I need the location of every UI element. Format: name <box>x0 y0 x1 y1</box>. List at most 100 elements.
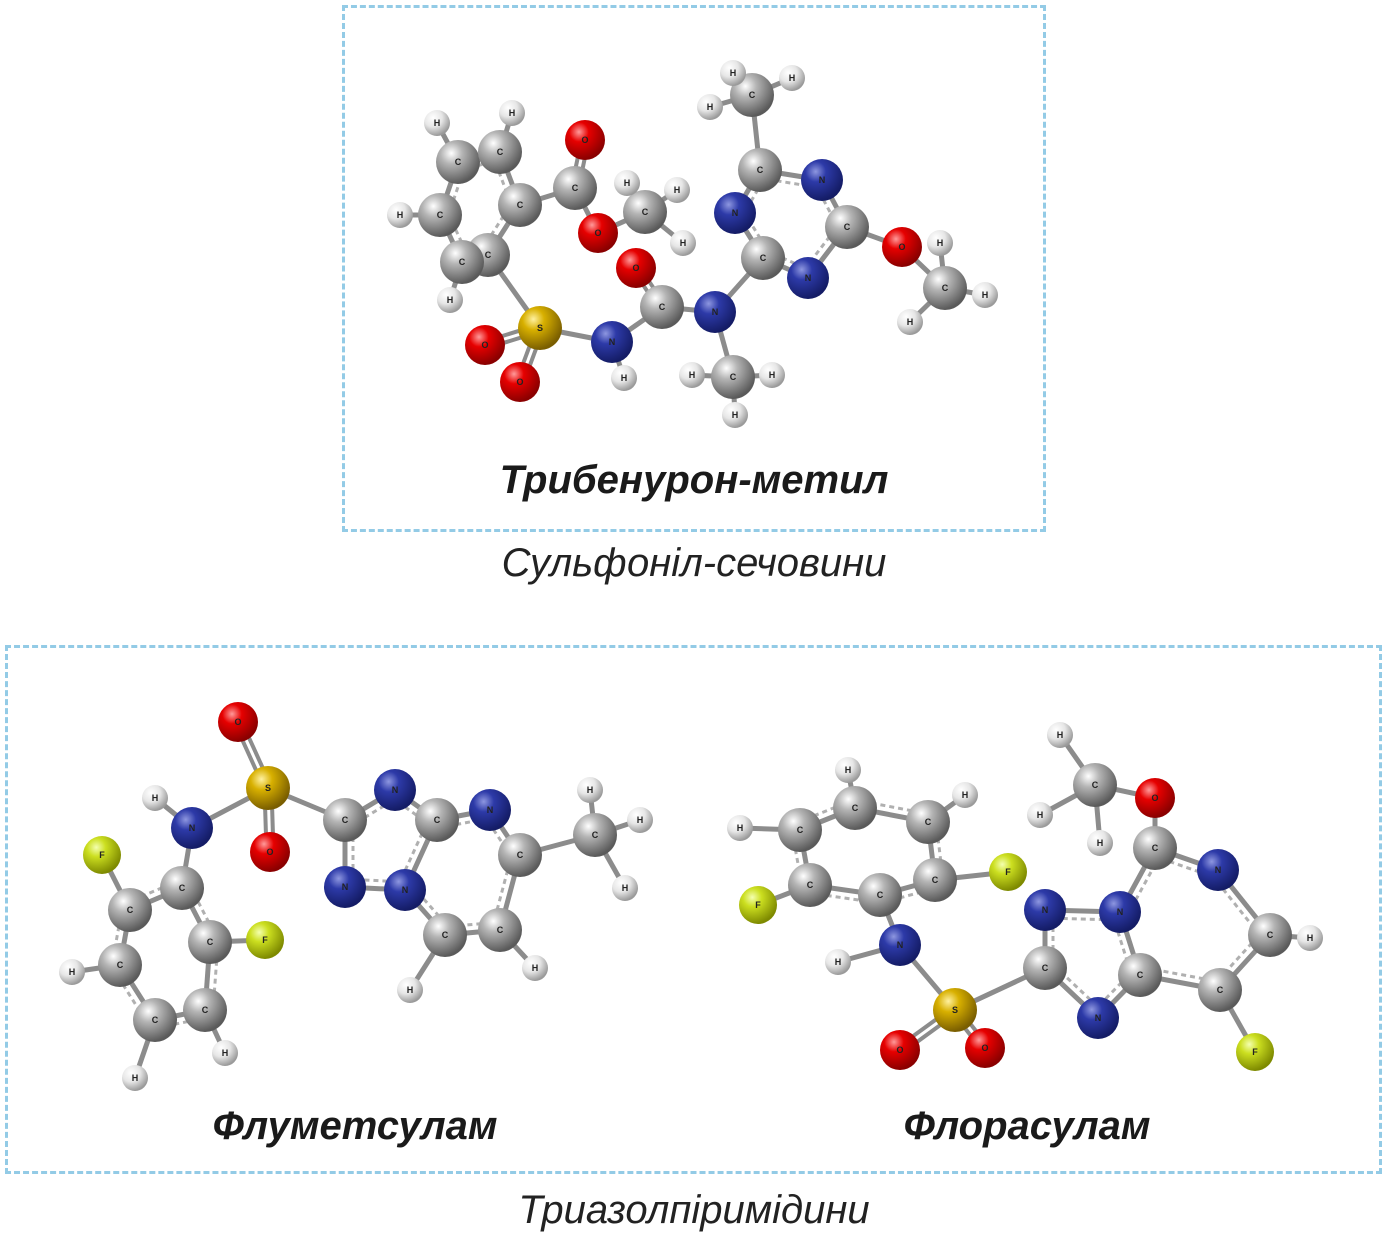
florasulam-atom-symbol-5: C <box>925 817 932 827</box>
tribenuron-atom-h-6 <box>424 110 450 136</box>
florasulam-atom-c-24 <box>1198 968 1242 1012</box>
tribenuron-atom-symbol-42: H <box>982 290 989 300</box>
florasulam-atom-symbol-17: N <box>1042 905 1049 915</box>
molecule-name-florasulam: Флорасулам <box>903 1104 1151 1148</box>
florasulam-atom-n-11 <box>879 924 921 966</box>
flumetsulam-atom-symbol-5: C <box>207 937 214 947</box>
tribenuron-atom-h-41 <box>927 230 953 256</box>
flumetsulam-atom-symbol-17: N <box>392 785 399 795</box>
florasulam-atom-c-2 <box>788 863 832 907</box>
tribenuron-atom-symbol-0: C <box>455 157 462 167</box>
flumetsulam-atom-symbol-9: H <box>132 1073 139 1083</box>
florasulam-atom-symbol-12: H <box>835 957 842 967</box>
flumetsulam-atom-c-5 <box>188 920 232 964</box>
group-caption-sulfonylureas: Сульфоніл-сечовини <box>501 541 887 585</box>
flumetsulam-atom-h-9 <box>122 1065 148 1091</box>
tribenuron-atom-symbol-26: H <box>689 370 696 380</box>
flumetsulam-atom-symbol-18: C <box>434 815 441 825</box>
flumetsulam-atom-c-23 <box>478 908 522 952</box>
tribenuron-atom-c-13 <box>623 190 667 234</box>
tribenuron-atom-symbol-13: C <box>642 207 649 217</box>
tribenuron-atom-c-40 <box>923 266 967 310</box>
tribenuron-atom-n-24 <box>694 291 736 333</box>
flumetsulam-atom-c-1 <box>108 888 152 932</box>
flumetsulam-atom-s-13 <box>246 766 290 810</box>
florasulam-atom-symbol-18: N <box>1117 907 1124 917</box>
tribenuron-atom-h-43 <box>897 309 923 335</box>
tribenuron-atom-c-22 <box>640 285 684 329</box>
tribenuron-atom-symbol-22: C <box>659 302 666 312</box>
tribenuron-atom-symbol-19: O <box>516 377 523 387</box>
florasulam-atom-symbol-28: C <box>1092 780 1099 790</box>
tribenuron-atom-symbol-24: N <box>712 307 719 317</box>
tribenuron-atom-symbol-37: H <box>707 102 714 112</box>
tribenuron-atom-c-25 <box>711 355 755 399</box>
molecule-name-tribenuron-methyl: Трибенурон-метил <box>499 458 889 502</box>
flumetsulam-atom-c-24 <box>423 913 467 957</box>
tribenuron-atom-symbol-36: H <box>730 68 737 78</box>
tribenuron-atom-c-29 <box>741 236 785 280</box>
tribenuron-atom-symbol-28: H <box>732 410 739 420</box>
flumetsulam-atom-symbol-25: C <box>592 830 599 840</box>
sulfonylurea-frame <box>342 5 1046 532</box>
florasulam-atom-c-19 <box>1118 953 1162 997</box>
tribenuron-atom-symbol-33: C <box>844 222 851 232</box>
tribenuron-atom-symbol-43: H <box>907 317 914 327</box>
tribenuron-atom-symbol-35: C <box>749 90 756 100</box>
tribenuron-atom-symbol-1: C <box>497 147 504 157</box>
florasulam-atom-symbol-26: F <box>1252 1047 1258 1057</box>
florasulam-atom-n-22 <box>1197 849 1239 891</box>
flumetsulam-atom-c-2 <box>98 943 142 987</box>
flumetsulam-atom-symbol-28: H <box>622 883 629 893</box>
flumetsulam-atom-symbol-24: C <box>442 930 449 940</box>
tribenuron-atom-h-21 <box>611 365 637 391</box>
florasulam-atom-f-10 <box>989 853 1027 891</box>
florasulam-atom-h-25 <box>1297 925 1323 951</box>
flumetsulam-atom-symbol-0: C <box>179 883 186 893</box>
flumetsulam-atom-c-25 <box>573 813 617 857</box>
tribenuron-atom-symbol-14: H <box>624 178 631 188</box>
tribenuron-atom-c-31 <box>738 148 782 192</box>
flumetsulam-atom-symbol-29: H <box>407 985 414 995</box>
flumetsulam-atom-f-6 <box>83 836 121 874</box>
tribenuron-atom-symbol-20: N <box>609 337 616 347</box>
flumetsulam-atom-symbol-27: H <box>637 815 644 825</box>
tribenuron-atom-symbol-39: O <box>898 242 905 252</box>
tribenuron-atom-symbol-34: N <box>805 273 812 283</box>
florasulam-atom-symbol-16: C <box>1042 963 1049 973</box>
florasulam-atom-symbol-2: C <box>807 880 814 890</box>
tribenuron-atom-symbol-38: H <box>789 73 796 83</box>
florasulam-atom-n-18 <box>1099 891 1141 933</box>
flumetsulam-atom-symbol-26: H <box>587 785 594 795</box>
florasulam-atom-s-13 <box>933 988 977 1032</box>
tribenuron-atom-symbol-12: O <box>594 228 601 238</box>
florasulam-atom-o-15 <box>965 1028 1005 1068</box>
tribenuron-atom-c-10 <box>553 166 597 210</box>
florasulam-atom-symbol-11: N <box>897 940 904 950</box>
florasulam-atom-h-8 <box>952 782 978 808</box>
flumetsulam-atom-o-14 <box>218 702 258 742</box>
florasulam-atom-symbol-6: H <box>845 765 852 775</box>
florasulam-atom-c-1 <box>778 808 822 852</box>
tribenuron-atom-h-7 <box>499 100 525 126</box>
florasulam-atom-symbol-15: O <box>981 1043 988 1053</box>
florasulam-atom-symbol-19: C <box>1137 970 1144 980</box>
tribenuron-atom-symbol-30: N <box>732 208 739 218</box>
tribenuron-atom-h-8 <box>387 202 413 228</box>
flumetsulam-atom-symbol-8: H <box>69 967 76 977</box>
florasulam-atom-symbol-10: F <box>1005 867 1011 877</box>
flumetsulam-atom-n-19 <box>384 869 426 911</box>
flumetsulam-atom-symbol-30: H <box>532 963 539 973</box>
florasulam-atom-symbol-7: H <box>737 823 744 833</box>
flumetsulam-atom-symbol-2: C <box>117 960 124 970</box>
tribenuron-atom-o-39 <box>882 227 922 267</box>
florasulam-atom-symbol-1: C <box>797 825 804 835</box>
florasulam-atom-symbol-3: C <box>877 890 884 900</box>
florasulam-atom-symbol-23: C <box>1267 930 1274 940</box>
florasulam-atom-c-21 <box>1133 826 1177 870</box>
florasulam-atom-c-5 <box>906 800 950 844</box>
florasulam-atom-symbol-24: C <box>1217 985 1224 995</box>
florasulam-atom-n-17 <box>1024 889 1066 931</box>
tribenuron-atom-n-20 <box>591 321 633 363</box>
